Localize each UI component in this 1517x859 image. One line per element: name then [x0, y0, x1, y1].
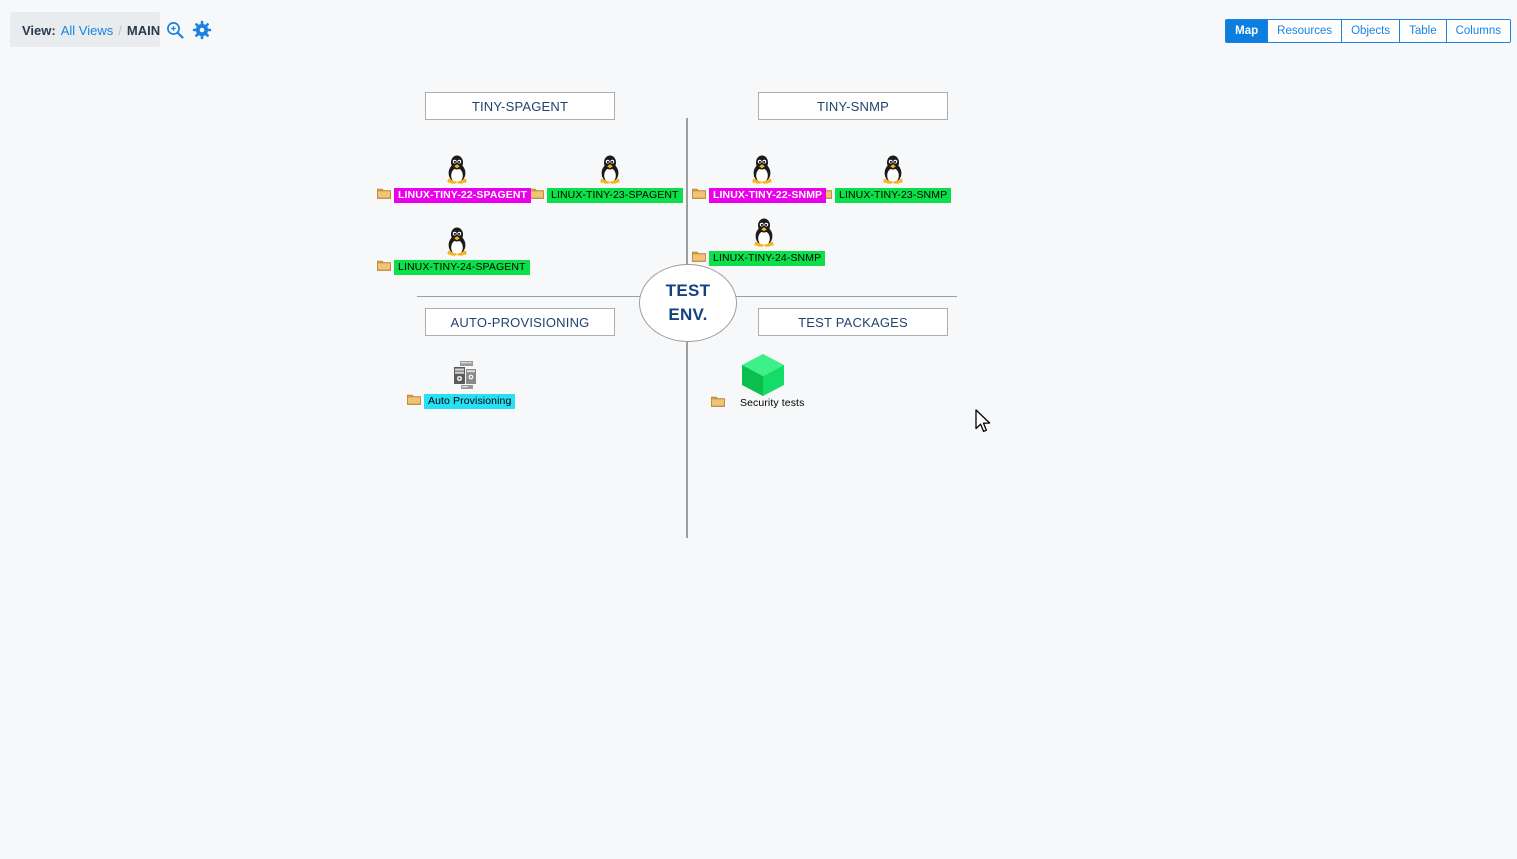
breadcrumb-all-views-link[interactable]: All Views — [60, 22, 114, 38]
breadcrumb: View: All Views / MAIN — [22, 21, 160, 39]
folder-icon — [692, 186, 706, 204]
view-breadcrumb-bar — [10, 12, 160, 47]
folder-icon — [692, 249, 706, 267]
tab-map[interactable]: Map — [1226, 20, 1269, 42]
linux-penguin-icon — [597, 154, 623, 189]
server-rack-icon — [450, 360, 480, 395]
center-node-line1: TEST — [665, 281, 711, 300]
node-label[interactable]: Security tests — [740, 396, 805, 409]
node-row: LINUX-TINY-23-SPAGENT — [530, 186, 683, 204]
center-node-line2: ENV. — [668, 305, 708, 324]
node-row: LINUX-TINY-22-SNMP — [692, 186, 827, 204]
gear-icon[interactable] — [192, 20, 212, 40]
tab-resources[interactable]: Resources — [1268, 20, 1343, 42]
folder-icon — [377, 186, 391, 204]
network-map-canvas[interactable]: TINY-SPAGENT TINY-SNMP AUTO-PROVISIONING… — [0, 60, 1517, 859]
node-row: Security tests — [711, 394, 808, 412]
linux-penguin-icon — [749, 154, 775, 189]
node-label[interactable]: Auto Provisioning — [424, 393, 516, 409]
linux-penguin-icon — [444, 154, 470, 189]
linux-penguin-icon — [880, 154, 906, 189]
quadrant-title-test-packages[interactable]: TEST PACKAGES — [758, 308, 948, 336]
quadrant-title-tiny-spagent[interactable]: TINY-SPAGENT — [425, 92, 615, 120]
node-row: LINUX-TINY-23-SNMP — [818, 186, 952, 204]
folder-icon — [377, 258, 391, 276]
node-label[interactable]: LINUX-TINY-24-SPAGENT — [394, 259, 530, 275]
quadrant-title-auto-provisioning[interactable]: AUTO-PROVISIONING — [425, 308, 615, 336]
linux-penguin-icon — [444, 226, 470, 261]
tab-columns[interactable]: Columns — [1446, 20, 1510, 42]
folder-icon — [711, 394, 725, 412]
linux-penguin-icon — [751, 217, 777, 252]
green-cube-icon — [739, 352, 787, 403]
app-header: View: All Views / MAIN Map Resources Obj… — [0, 0, 1517, 60]
breadcrumb-separator: / — [118, 22, 122, 38]
node-label[interactable]: LINUX-TINY-22-SNMP — [709, 187, 827, 203]
view-mode-tabs[interactable]: Map Resources Objects Table Columns — [1225, 19, 1511, 43]
tab-table[interactable]: Table — [1400, 20, 1447, 42]
search-icon[interactable] — [165, 20, 185, 40]
node-row: Auto Provisioning — [407, 392, 516, 410]
node-label[interactable]: LINUX-TINY-22-SPAGENT — [394, 187, 532, 203]
node-label[interactable]: LINUX-TINY-24-SNMP — [709, 250, 826, 266]
tab-objects[interactable]: Objects — [1342, 20, 1401, 42]
node-label[interactable]: LINUX-TINY-23-SNMP — [835, 187, 952, 203]
node-label[interactable]: LINUX-TINY-23-SPAGENT — [547, 187, 683, 203]
view-label: View: — [22, 22, 56, 38]
node-row: LINUX-TINY-24-SNMP — [692, 249, 826, 267]
node-row: LINUX-TINY-22-SPAGENT — [377, 186, 532, 204]
center-node-test-env[interactable]: TEST ENV. — [639, 264, 737, 342]
folder-icon — [530, 186, 544, 204]
breadcrumb-current-view: MAIN — [126, 22, 161, 38]
node-row: LINUX-TINY-24-SPAGENT — [377, 258, 530, 276]
quadrant-title-tiny-snmp[interactable]: TINY-SNMP — [758, 92, 948, 120]
folder-icon — [407, 392, 421, 410]
